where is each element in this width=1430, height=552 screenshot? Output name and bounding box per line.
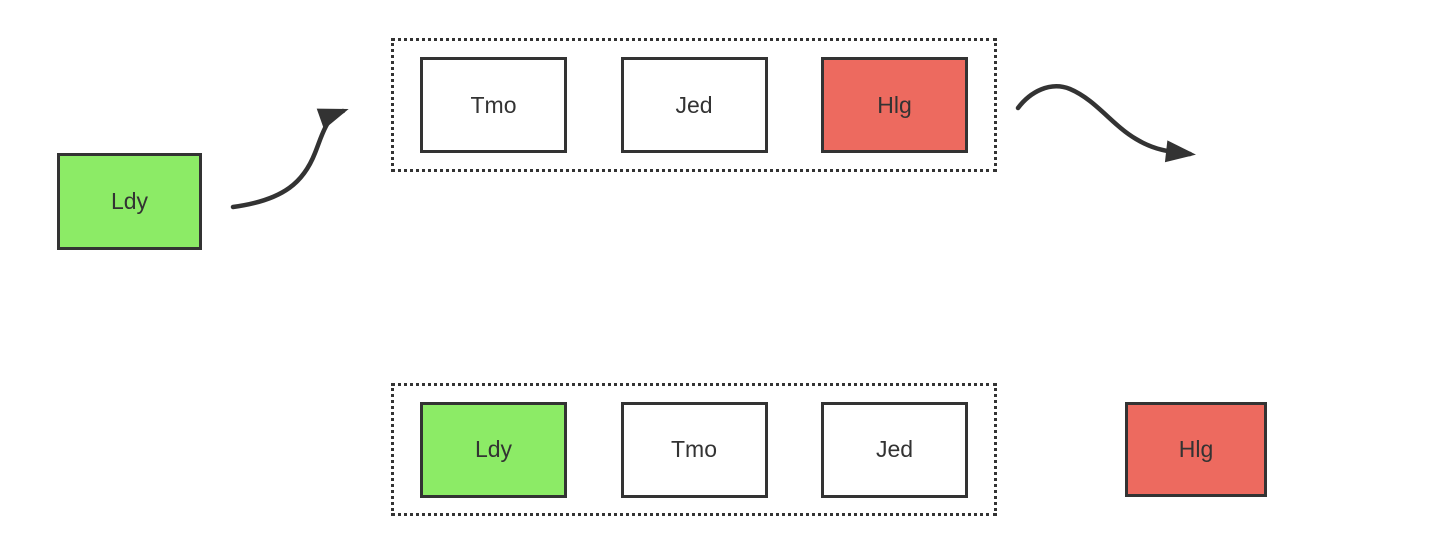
node-label: Hlg: [1178, 436, 1214, 462]
bottom-queue-container: Ldy Tmo Jed: [391, 383, 997, 516]
node-label: Ldy: [110, 188, 149, 214]
box-label: Ldy: [474, 436, 513, 462]
box-label: Hlg: [877, 91, 912, 118]
queue-box-jed: Jed: [821, 401, 968, 498]
top-queue-container: Tmo Jed Hlg: [391, 38, 997, 172]
queue-box-jed: Jed: [620, 57, 768, 153]
queue-box-ldy: Ldy: [420, 401, 567, 498]
queue-box-tmo: Tmo: [620, 401, 768, 498]
node-ldy-external: Ldy: [57, 153, 202, 250]
node-hlg-external: Hlg: [1125, 402, 1267, 497]
box-label: Jed: [875, 436, 914, 462]
arrow-into-container-icon: [230, 108, 349, 210]
queue-box-tmo: Tmo: [420, 57, 567, 153]
box-label: Jed: [675, 91, 713, 118]
arrow-out-of-container-icon: [1015, 84, 1196, 163]
queue-box-hlg: Hlg: [821, 57, 968, 153]
box-label: Tmo: [671, 436, 717, 462]
box-label: Tmo: [470, 91, 517, 118]
